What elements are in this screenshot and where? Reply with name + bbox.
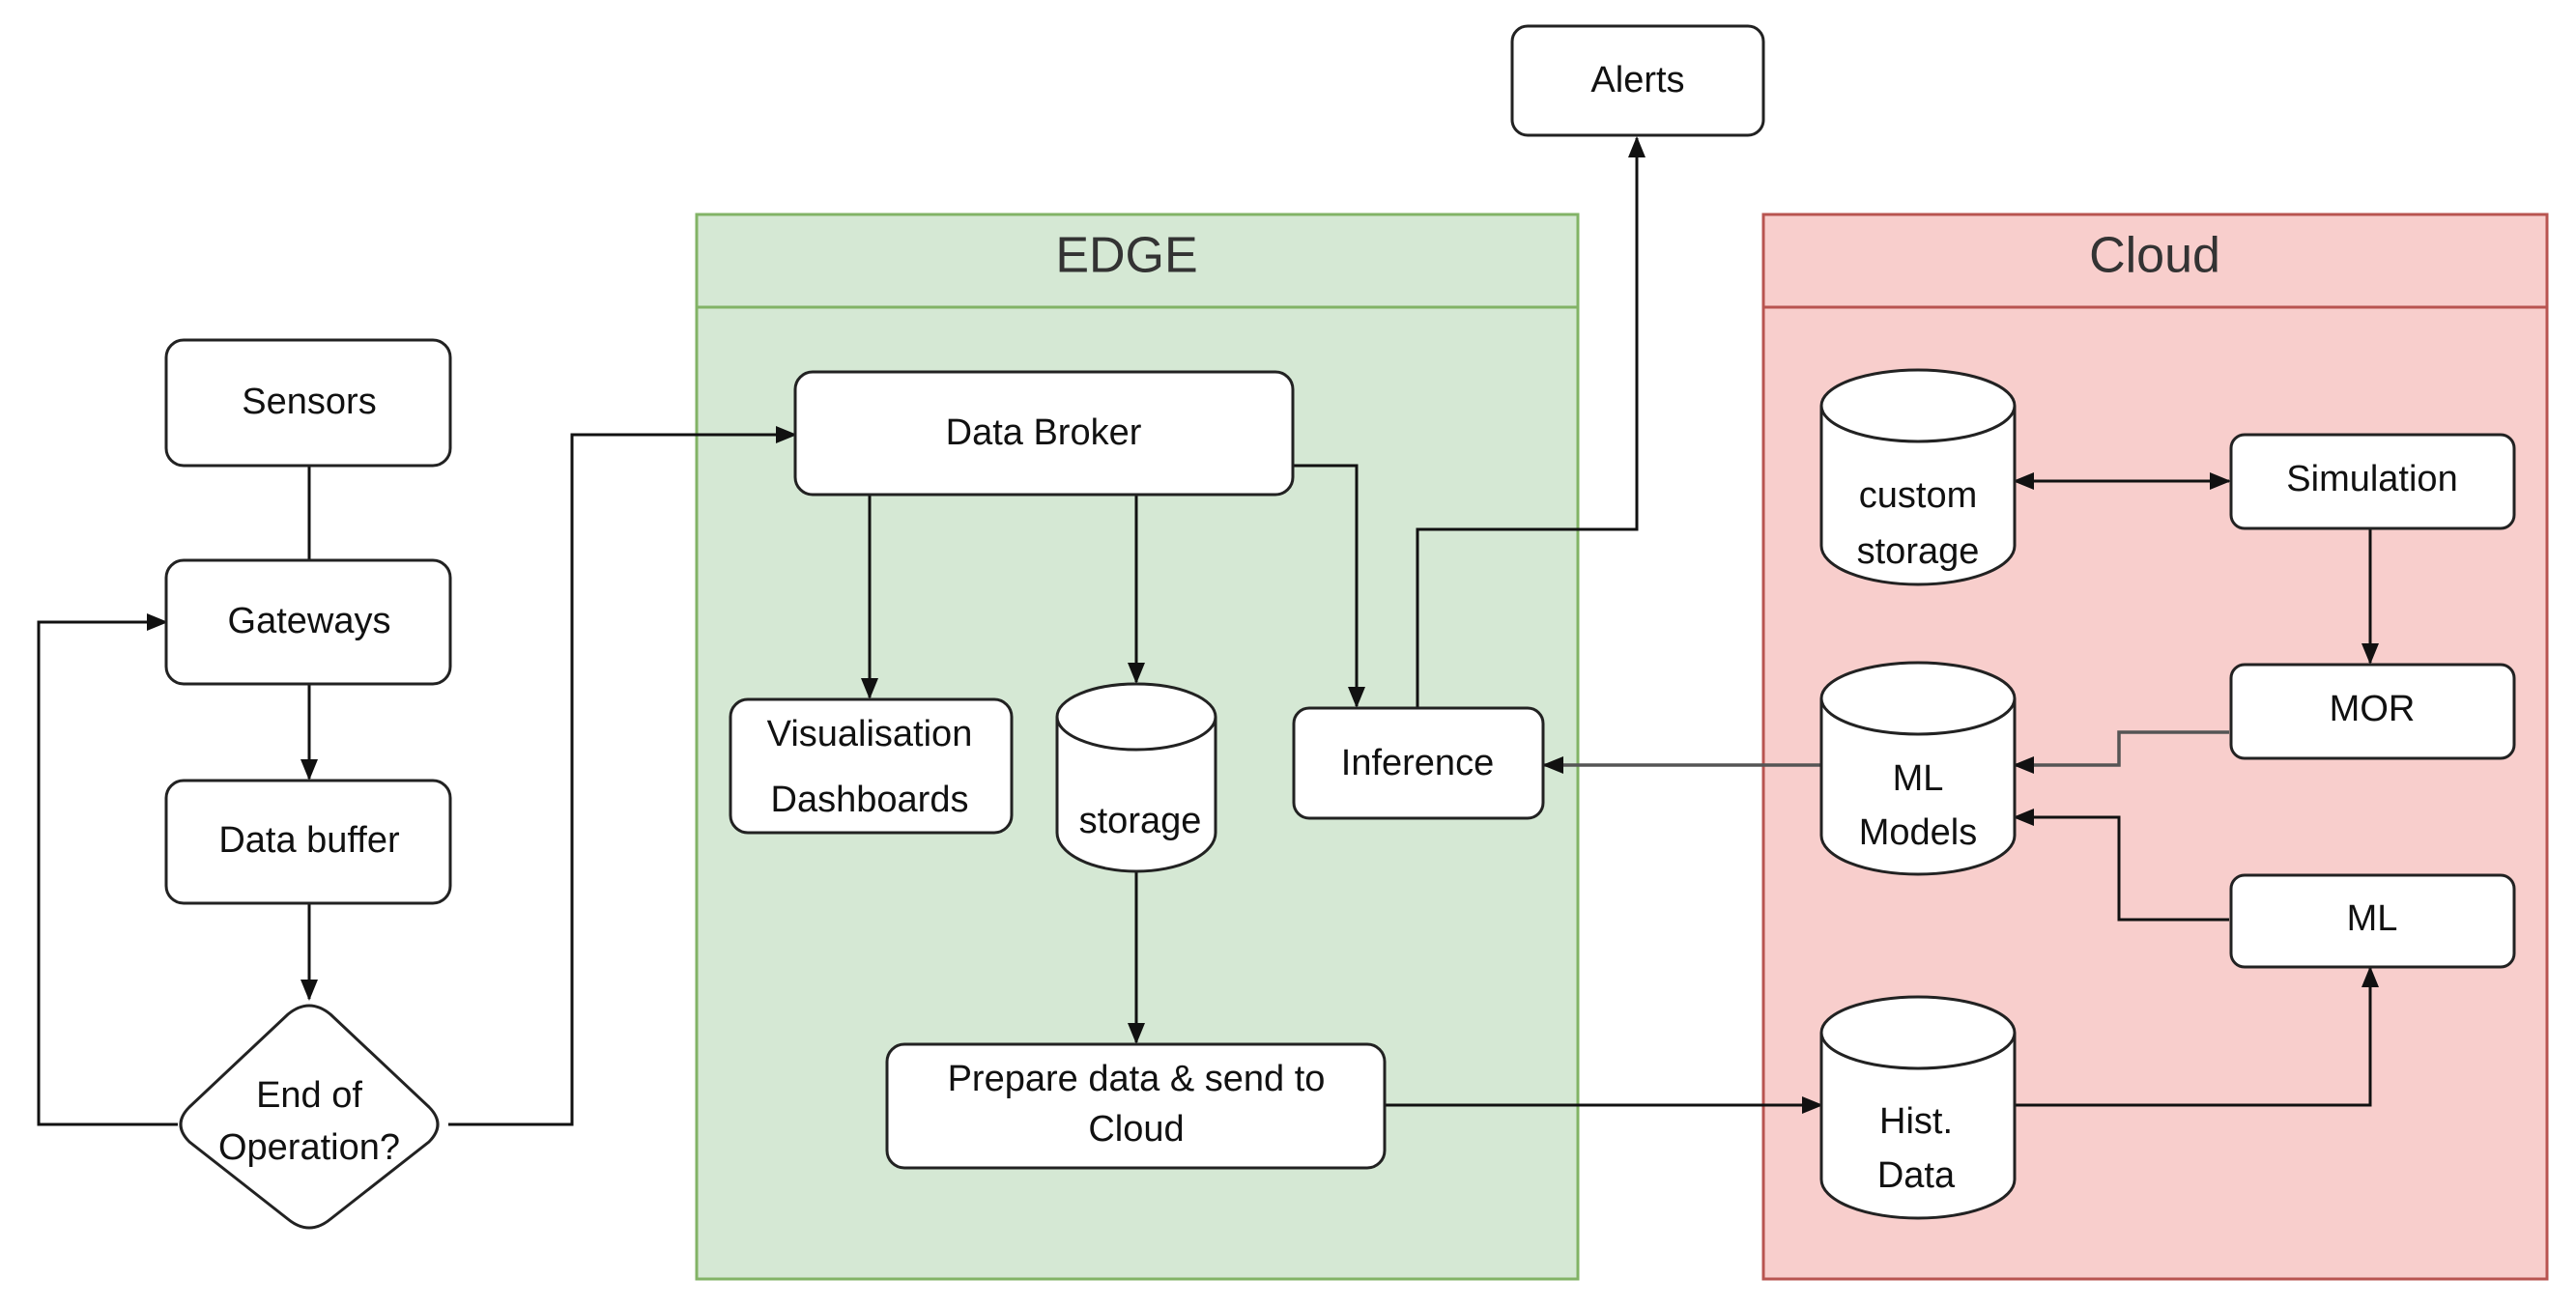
simulation-node: Simulation [2229, 433, 2516, 530]
inference-label: Inference [1341, 743, 1494, 783]
end-of-operation-label-line2: Operation? [218, 1127, 400, 1168]
storage-cylinder-body [1055, 717, 1217, 873]
prepare-box [885, 1042, 1387, 1170]
connector-broker-inference [1293, 464, 1365, 708]
data-broker-node: Data Broker [793, 370, 1295, 497]
connector-endop-gateways-loop [37, 613, 178, 1126]
end-of-operation-label-line1: End of [256, 1075, 362, 1116]
connector-endop-databroker [448, 426, 797, 1126]
alerts-label: Alerts [1590, 60, 1684, 100]
hist-data-label-line1: Hist. [1879, 1101, 1953, 1142]
connector-inference-alerts [1416, 136, 1646, 712]
hist-data-cylinder-body [1819, 1033, 2017, 1220]
custom-storage-node: custom storage [1819, 368, 2017, 586]
visualisation-label-line1: Visualisation [767, 714, 973, 754]
custom-storage-label-line1: custom [1859, 475, 1977, 516]
simulation-label: Simulation [2286, 459, 2457, 499]
visualisation-box [729, 697, 1014, 835]
storage-cylinder-top [1055, 682, 1217, 752]
alerts-node: Alerts [1510, 24, 1765, 137]
connectors [37, 136, 2379, 1126]
visualisation-label-line2: Dashboards [771, 780, 969, 820]
cloud-container-title: Cloud [2089, 228, 2220, 284]
ml-models-node: ML Models [1819, 661, 2017, 876]
inference-node: Inference [1292, 706, 1545, 820]
data-buffer-box [164, 779, 452, 905]
gateways-label: Gateways [228, 601, 391, 641]
data-buffer-label: Data buffer [218, 820, 400, 861]
hist-data-cylinder-top [1819, 995, 2017, 1070]
visualisation-node: Visualisation Dashboards [729, 697, 1014, 835]
ml-models-cylinder-body [1819, 698, 2017, 876]
custom-storage-cylinder-top [1819, 368, 2017, 443]
sensors-label: Sensors [242, 382, 376, 422]
end-of-operation-node: End of Operation? [179, 1004, 440, 1230]
mor-label: MOR [2330, 689, 2416, 729]
ml-models-label-line2: Models [1859, 812, 1978, 853]
storage-label: storage [1079, 801, 1202, 841]
data-broker-box [793, 370, 1295, 497]
mor-node: MOR [2229, 663, 2516, 760]
data-broker-label: Data Broker [946, 412, 1142, 453]
prepare-label-line2: Cloud [1088, 1109, 1184, 1150]
prepare-node: Prepare data & send to Cloud [885, 1042, 1387, 1170]
mor-box [2229, 663, 2516, 760]
edge-container-title: EDGE [1055, 228, 1197, 284]
ml-label: ML [2347, 898, 2398, 939]
connector-ml-mlmodels [2013, 809, 2229, 922]
data-buffer-node: Data buffer [164, 779, 452, 905]
ml-node: ML [2229, 873, 2516, 969]
custom-storage-cylinder-body [1819, 406, 2017, 586]
gateways-node: Gateways [164, 558, 452, 686]
hist-data-label-line2: Data [1877, 1155, 1956, 1196]
prepare-label-line1: Prepare data & send to [948, 1059, 1326, 1099]
gateways-box [164, 558, 452, 686]
inference-box [1292, 706, 1545, 820]
connector-mor-mlmodels [2013, 730, 2229, 774]
ml-box [2229, 873, 2516, 969]
hist-data-node: Hist. Data [1819, 995, 2017, 1220]
alerts-box [1510, 24, 1765, 137]
storage-node: storage [1055, 682, 1217, 873]
custom-storage-label-line2: storage [1857, 531, 1980, 572]
ml-models-label-line1: ML [1893, 758, 1944, 799]
sensors-node: Sensors [164, 338, 452, 468]
sensors-box [164, 338, 452, 468]
connector-histdata-ml [2015, 966, 2379, 1107]
end-of-operation-diamond [179, 1004, 440, 1230]
simulation-box [2229, 433, 2516, 530]
ml-models-cylinder-top [1819, 661, 2017, 736]
